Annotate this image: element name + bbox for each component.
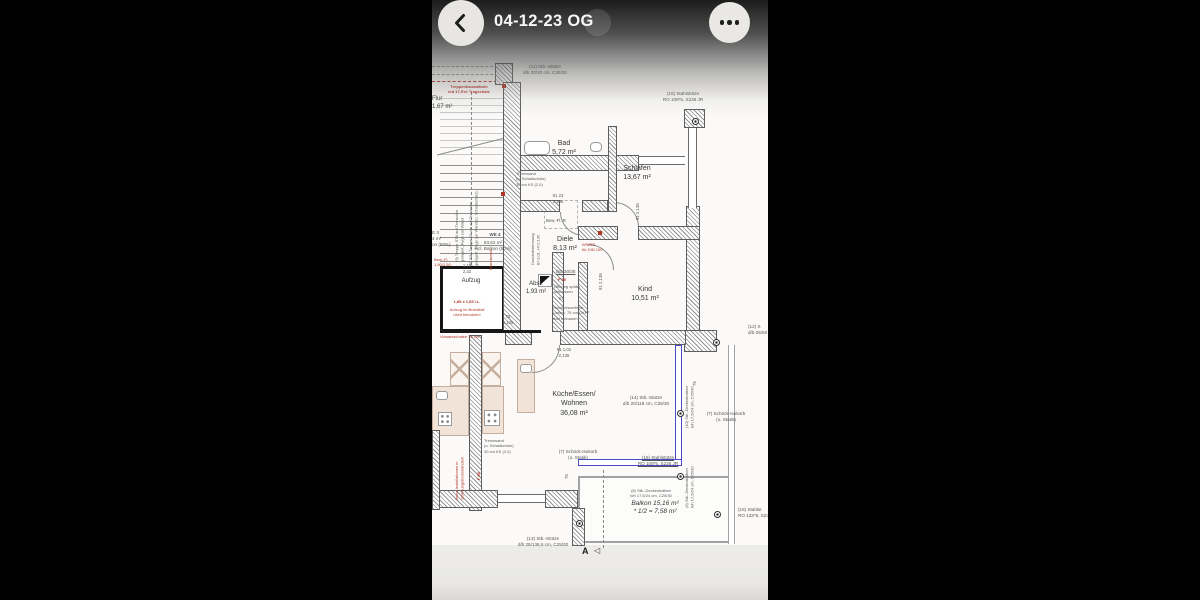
flur-dashed-line-2 xyxy=(432,74,498,75)
door-arc-schlafen xyxy=(614,202,639,227)
door-arc-wohnen xyxy=(532,345,560,373)
flur-dashed-line-1 xyxy=(432,66,498,67)
column-dot-14 xyxy=(677,410,684,417)
ellipsis-icon xyxy=(719,20,740,25)
aufzug-shaft xyxy=(440,266,505,332)
wall-bottom-a xyxy=(437,490,498,508)
label-trennwand-bad: Trennwand (o. Schallschutz) 30 cm KS (2,… xyxy=(516,171,546,187)
label-stuetze-11: (11) Stb.-Stütze d/b 20/20 cm, C25/30 xyxy=(523,64,567,75)
label-stuetze-14: (14) Stb.-Stütze d/b 20/118 cm, C25/30 xyxy=(622,395,670,406)
door-arc-kind xyxy=(588,244,614,270)
label-stuetze-12: (12) S d/b 25/50 cm xyxy=(748,324,768,335)
label-duschabtrennung: Duschabtrennung B=1,01, H=2,135 xyxy=(530,233,541,265)
red-marker-wsdd xyxy=(598,231,602,235)
wall-abst-right xyxy=(552,252,564,332)
wall-bottom-b xyxy=(545,490,578,508)
kitchen-cabinet-right xyxy=(482,352,501,386)
window-wohnen-bottom xyxy=(498,494,545,503)
window-schlafen-right xyxy=(688,128,697,208)
window-schlafen-top xyxy=(639,156,685,165)
label-stahlstuetze-16: (16) Stahlst RO 133*5, S23 xyxy=(738,507,768,518)
kitchen-cabinet-left xyxy=(450,352,469,386)
label-dim-75-left: 75 xyxy=(564,474,569,479)
wall-column-13 xyxy=(572,508,585,546)
wall-stair-left xyxy=(503,82,521,332)
stair-walkline xyxy=(471,92,472,330)
label-dim-75-right: 75 xyxy=(692,381,697,386)
duct-triangle-icon xyxy=(540,276,550,285)
label-room-kueche: Küche/Essen/ Wohnen 36,08 m² xyxy=(552,391,596,417)
column-dot-16 xyxy=(714,511,721,518)
wall-left-edge xyxy=(432,430,440,510)
label-deckenbalken-10: (10) Stb.-Deckenbalken b/h 17,5/24 cm, C… xyxy=(684,385,695,428)
chevron-left-icon xyxy=(455,14,465,32)
wall-main-a xyxy=(505,330,532,345)
treppenhaus-red-dashed-line xyxy=(432,81,502,82)
navbar: 04-12-23 OG xyxy=(432,0,768,56)
page-title: 04-12-23 OG xyxy=(494,12,594,30)
washbasin xyxy=(590,142,602,152)
duct-dd-box xyxy=(538,274,552,287)
wall-bad-bottom-a xyxy=(520,200,560,212)
label-isokorb-right: (7) Schöck-Isokorb (o. Statik) xyxy=(706,411,746,422)
kitchen-sink-left xyxy=(436,391,448,400)
kitchen-stove-left xyxy=(438,412,452,426)
wall-kind-left xyxy=(578,262,588,332)
more-options-button[interactable] xyxy=(709,2,750,43)
red-marker-11 xyxy=(502,84,506,88)
kitchen-sink-right xyxy=(520,364,532,373)
wall-schlafen-bottom-b xyxy=(638,226,700,240)
faint-circle-decoration xyxy=(584,9,611,36)
kitchen-stove-right xyxy=(484,410,500,426)
label-room-kind: Kind 10,51 m² xyxy=(631,286,659,303)
label-stahlstuetze-15-top: (15) Stahlstütze RO 108*5, S235 JR xyxy=(662,91,704,102)
column-dot-15-right xyxy=(677,473,684,480)
brandwand-line xyxy=(440,330,541,333)
wall-bad-schlafen xyxy=(608,126,617,212)
building-right-wall xyxy=(728,345,735,544)
wall-kitchen-divider xyxy=(469,335,482,511)
back-button[interactable] xyxy=(438,0,484,46)
wall-bad-bottom-b xyxy=(582,200,608,212)
column-dot-13 xyxy=(576,520,583,527)
column-dot-15-top xyxy=(692,118,699,125)
column-dot-12 xyxy=(713,339,720,346)
balcony-outline xyxy=(578,476,734,543)
label-trennwand-kueche: Trennwand (o. Schallschutz) 30 cm KS (2,… xyxy=(484,438,514,454)
photo-background-margin xyxy=(432,545,768,600)
section-line-bottom xyxy=(603,470,604,548)
wall-schlafen-right xyxy=(686,206,700,332)
wall-top-bad xyxy=(520,155,639,171)
blue-beam-line-vertical xyxy=(675,345,682,462)
label-dim-schlafen-door: 91 2,135 xyxy=(635,203,640,220)
red-marker-bad xyxy=(501,192,505,196)
bathtub xyxy=(524,141,550,155)
wall-main-b xyxy=(560,330,686,345)
blue-beam-line-horizontal xyxy=(578,459,682,466)
